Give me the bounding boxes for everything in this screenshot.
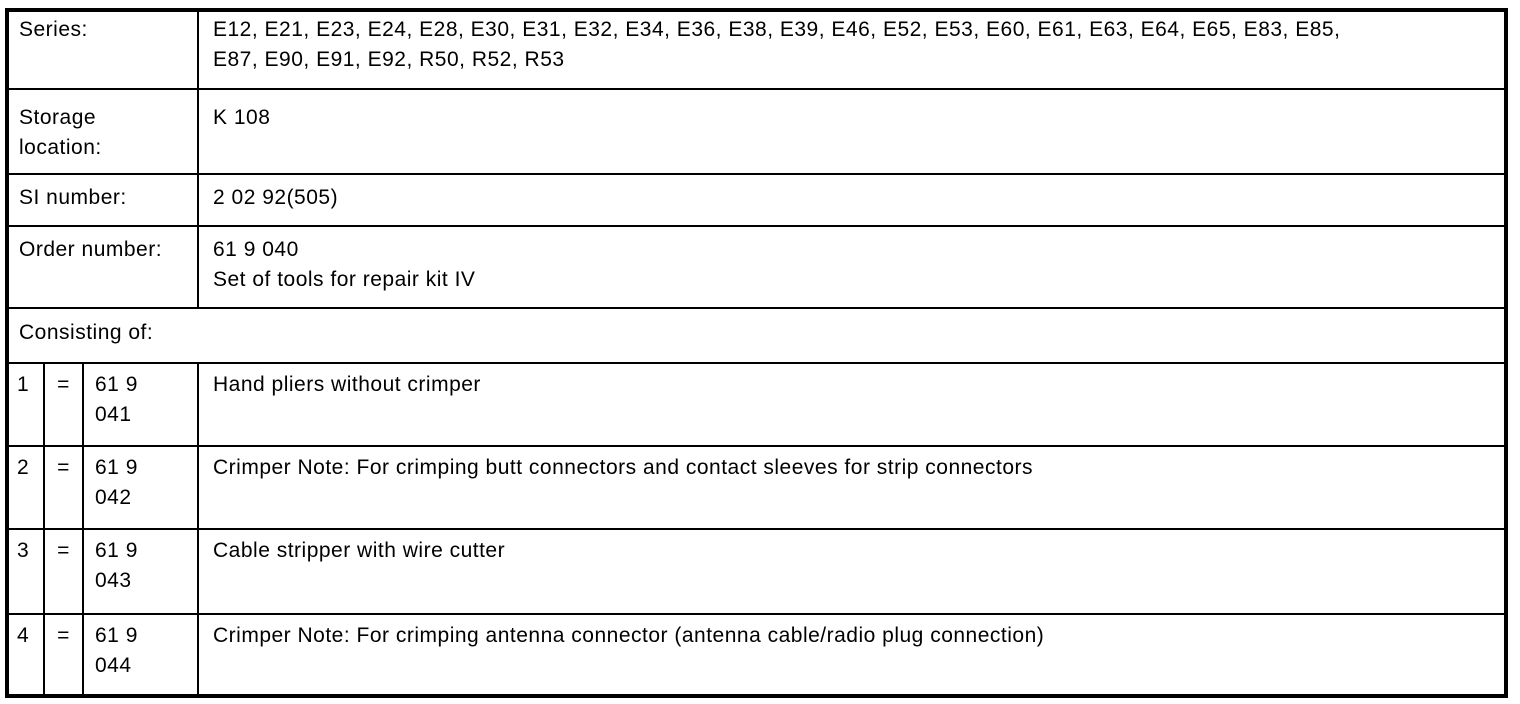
storage-location-value: K 108 (197, 90, 1504, 173)
series-row: Series: E12, E21, E23, E24, E28, E30, E3… (9, 12, 1504, 88)
item-row-2: 2 = 61 9 042 Crimper Note: For crimping … (9, 445, 1504, 528)
storage-location-label: Storage location: (19, 106, 102, 159)
item-index: 4 (17, 624, 30, 647)
item-description: Crimper Note: For crimping butt connecto… (197, 447, 1504, 528)
item-part-number: 61 9 041 (82, 364, 197, 445)
special-tools-table: Series: E12, E21, E23, E24, E28, E30, E3… (5, 8, 1508, 698)
consisting-of-header: Consisting of: (19, 321, 154, 344)
order-number-value: 61 9 040 Set of tools for repair kit IV (197, 227, 1504, 307)
item-index: 1 (17, 373, 30, 396)
si-number-label: SI number: (19, 186, 127, 209)
item-equals-sign: = (43, 530, 82, 613)
order-number-row: Order number: 61 9 040 Set of tools for … (9, 225, 1504, 307)
consisting-of-row: Consisting of: (9, 307, 1504, 362)
item-row-3: 3 = 61 9 043 Cable stripper with wire cu… (9, 528, 1504, 613)
storage-location-row: Storage location: K 108 (9, 88, 1504, 173)
item-row-4: 4 = 61 9 044 Crimper Note: For crimping … (9, 613, 1504, 694)
item-description: Hand pliers without crimper (197, 364, 1504, 445)
item-description: Crimper Note: For crimping antenna conne… (197, 615, 1504, 694)
item-part-number: 61 9 044 (82, 615, 197, 694)
item-equals-sign: = (43, 364, 82, 445)
si-number-value: 2 02 92(505) (197, 175, 1504, 225)
series-label: Series: (19, 18, 88, 41)
item-description: Cable stripper with wire cutter (197, 530, 1504, 613)
item-part-number: 61 9 043 (82, 530, 197, 613)
item-row-1: 1 = 61 9 041 Hand pliers without crimper (9, 362, 1504, 445)
item-equals-sign: = (43, 447, 82, 528)
item-equals-sign: = (43, 615, 82, 694)
item-part-number: 61 9 042 (82, 447, 197, 528)
series-value: E12, E21, E23, E24, E28, E30, E31, E32, … (197, 12, 1504, 88)
order-number-label: Order number: (19, 238, 163, 261)
item-index: 3 (17, 539, 30, 562)
si-number-row: SI number: 2 02 92(505) (9, 173, 1504, 225)
item-index: 2 (17, 456, 30, 479)
